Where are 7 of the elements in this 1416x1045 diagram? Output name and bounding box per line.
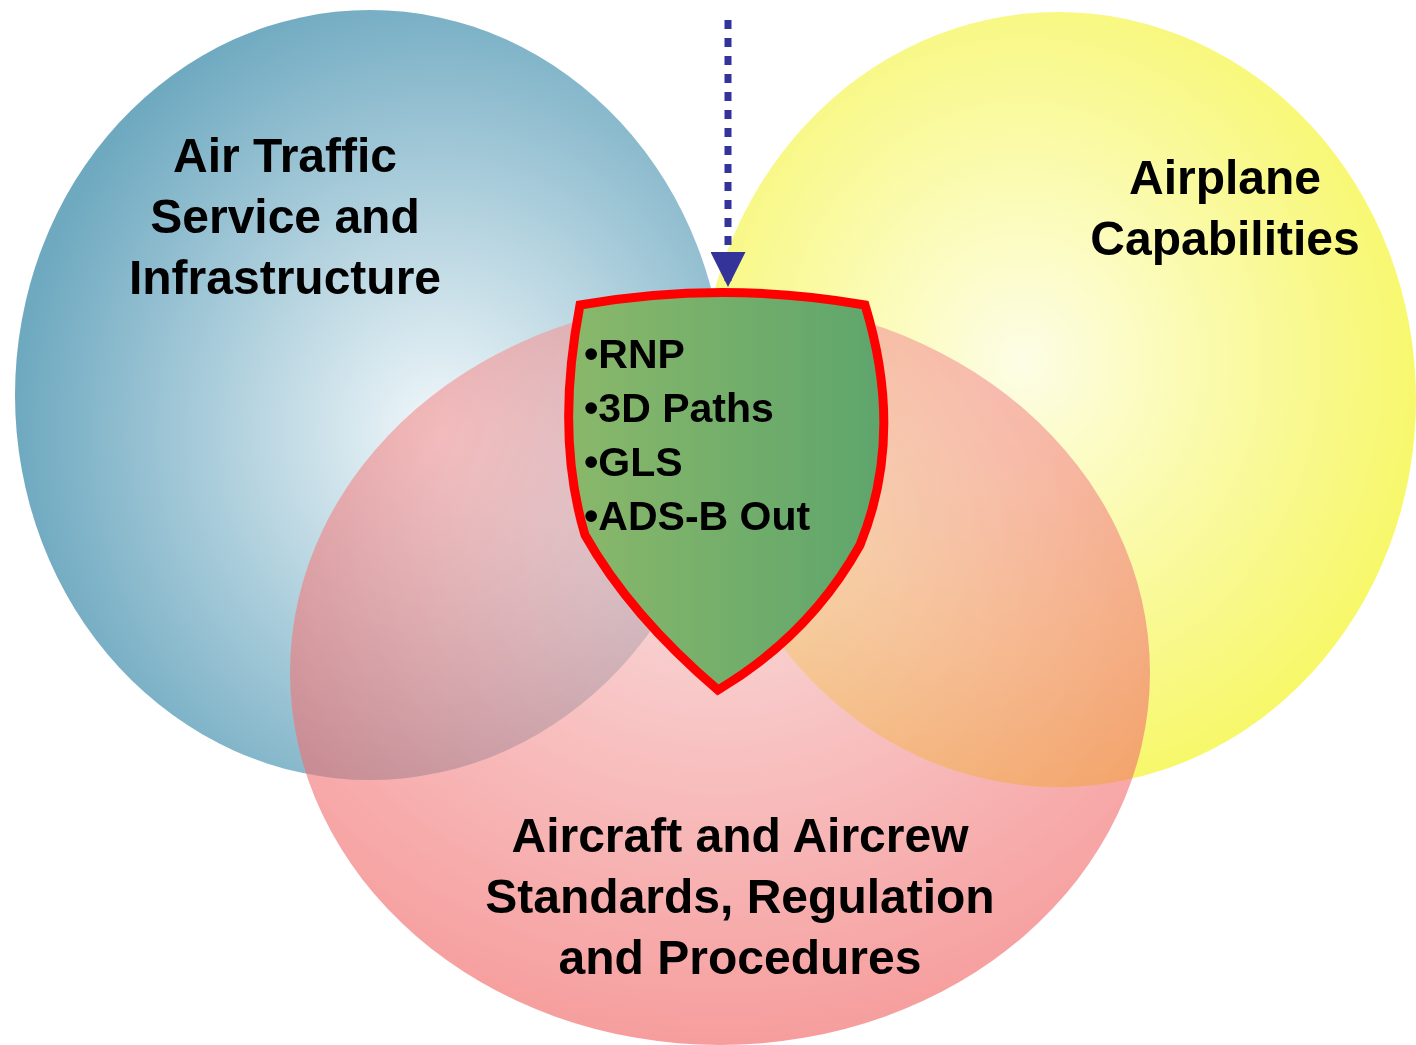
bullet-item: •ADS-B Out: [584, 492, 811, 541]
circle-label: Aircraft and Aircrew Standards, Regulation and Procedures: [484, 808, 996, 986]
circle-label: Airplane Capabilities: [1089, 150, 1361, 267]
bullet-item: •3D Paths: [584, 384, 774, 433]
bullet-item: •GLS: [584, 438, 683, 487]
circle-label: Air Traffic Service and Infrastructure: [127, 128, 443, 306]
bullet-item: •RNP: [584, 330, 685, 379]
